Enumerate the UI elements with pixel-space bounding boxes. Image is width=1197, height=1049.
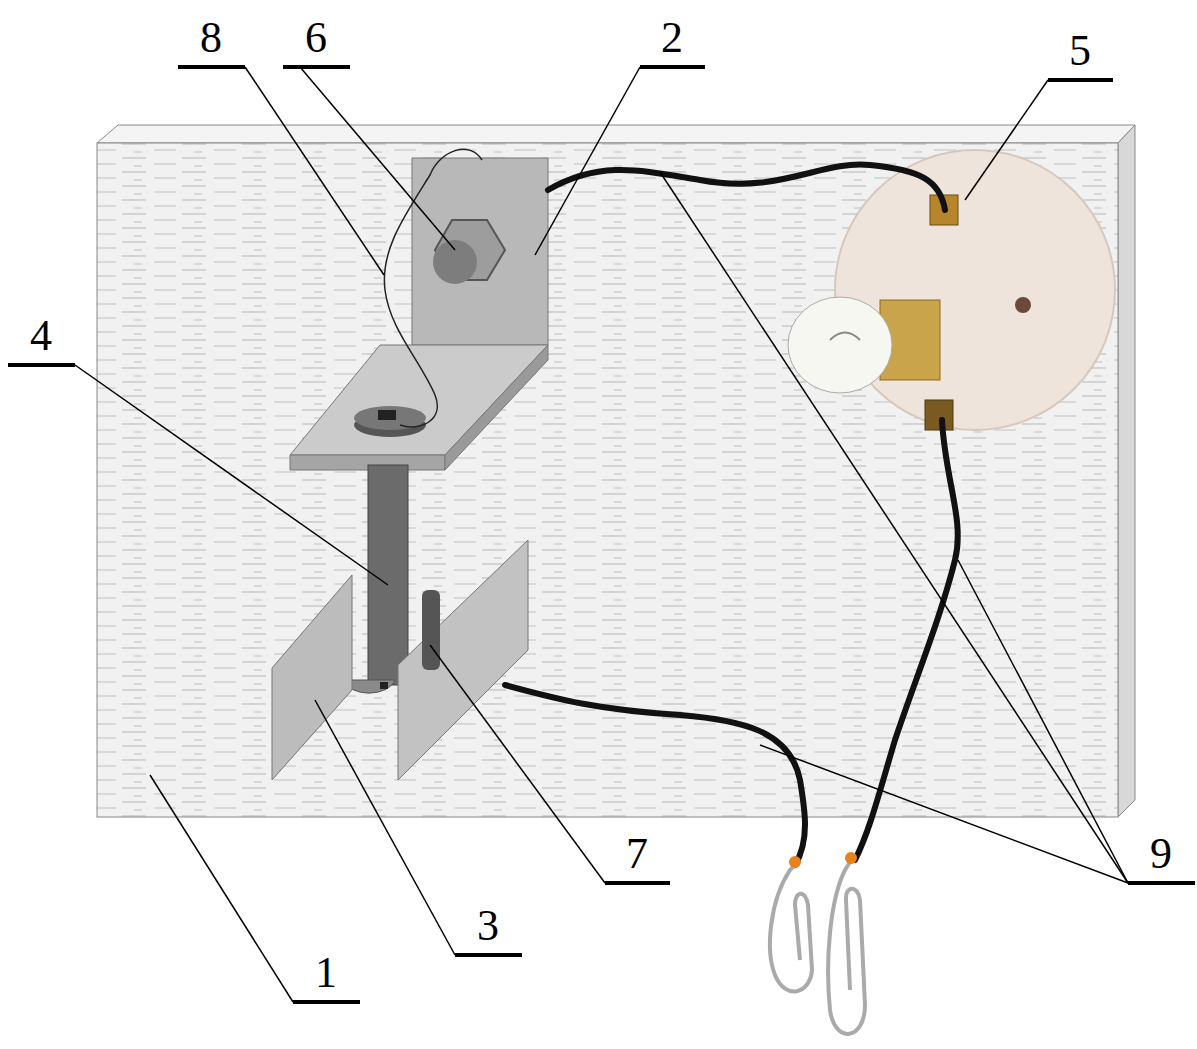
lamp-holder [788, 150, 1115, 430]
callout-number: 2 [661, 16, 683, 60]
callout-number: 6 [305, 16, 327, 60]
contact-post [422, 590, 440, 670]
callout-number: 3 [477, 904, 499, 948]
leader-lines [75, 67, 1128, 1002]
callout-number: 1 [315, 951, 337, 995]
callout-number: 8 [200, 16, 222, 60]
channel [272, 540, 528, 780]
bolt [433, 220, 505, 284]
paper-clips [770, 852, 865, 1034]
magnet [354, 406, 426, 437]
callout-number: 5 [1069, 29, 1091, 73]
angle-bracket [290, 158, 548, 470]
callout-bars [8, 67, 1195, 1002]
callout-number: 7 [626, 832, 648, 876]
wires [505, 165, 958, 865]
base-board [97, 125, 1135, 817]
callout-number: 4 [30, 314, 52, 358]
callout-number: 9 [1150, 832, 1172, 876]
thin-wire [384, 149, 482, 427]
